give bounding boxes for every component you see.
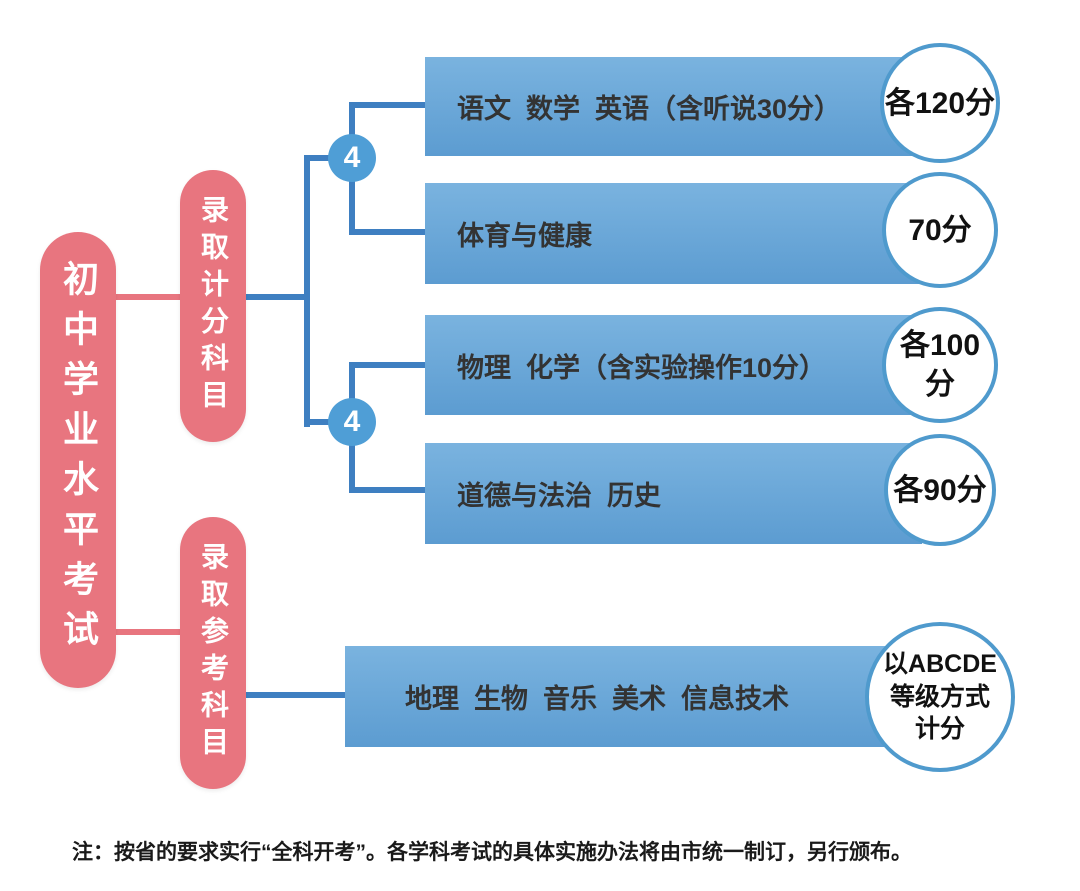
root-node-label: 初中学业水平考试 — [58, 260, 99, 660]
score-label-5: 以ABCDE 等级方式 计分 — [883, 650, 997, 744]
subject-bar-morality-history: 道德与法治 历史 — [425, 443, 922, 544]
subject-label-2: 体育与健康 — [457, 221, 592, 251]
score-circle-100: 各100分 — [882, 307, 998, 423]
connector-to-bar-morality-history — [349, 487, 427, 493]
score-label-4: 各90分 — [893, 473, 987, 507]
score-circle-120: 各120分 — [880, 43, 1000, 163]
branch-scored-label: 录取计分科目 — [198, 195, 229, 417]
score-label-1: 各120分 — [884, 86, 996, 120]
footnote: 注：按省的要求实行“全科开考”。各学科考试的具体实施办法将由市统一制订，另行颁布… — [72, 841, 912, 864]
group-count-top-label: 4 — [343, 141, 361, 174]
subject-bar-pe-health: 体育与健康 — [425, 183, 922, 284]
group-count-bottom-label: 4 — [343, 405, 361, 438]
connector-to-bar-reference-subjects — [243, 692, 348, 698]
connector-scored-vertical — [304, 155, 310, 427]
subject-label-3: 物理 化学（含实验操作10分） — [457, 352, 827, 383]
branch-reference-label: 录取参考科目 — [198, 542, 229, 764]
root-node-exam-title: 初中学业水平考试 — [40, 232, 116, 688]
connector-root-to-scored — [110, 294, 182, 300]
connector-to-bar-physics-chemistry — [349, 362, 427, 368]
score-circle-70: 70分 — [882, 172, 998, 288]
subject-bar-physics-chemistry: 物理 化学（含实验操作10分） — [425, 315, 922, 415]
subject-label-5: 地理 生物 音乐 美术 信息技术 — [405, 684, 790, 714]
score-label-2: 70分 — [908, 213, 972, 247]
group-count-badge-bottom: 4 — [328, 398, 376, 446]
subject-bar-reference-subjects: 地理 生物 音乐 美术 信息技术 — [345, 646, 922, 747]
branch-node-reference-subjects: 录取参考科目 — [180, 517, 246, 789]
subject-label-4: 道德与法治 历史 — [457, 481, 662, 511]
group-count-badge-top: 4 — [328, 134, 376, 182]
subject-label-1: 语文 数学 英语（含听说30分） — [457, 94, 842, 124]
branch-node-scored-subjects: 录取计分科目 — [180, 170, 246, 442]
connector-to-bar-pe — [349, 229, 427, 235]
connector-scored-horizontal — [243, 294, 310, 300]
connector-to-bar-chinese-math-english — [349, 102, 427, 108]
score-circle-90: 各90分 — [884, 434, 996, 546]
connector-root-to-reference — [110, 629, 182, 635]
score-circle-grade-abcde: 以ABCDE 等级方式 计分 — [865, 622, 1015, 772]
score-label-3: 各100分 — [899, 329, 981, 401]
subject-bar-chinese-math-english: 语文 数学 英语（含听说30分） — [425, 57, 922, 156]
